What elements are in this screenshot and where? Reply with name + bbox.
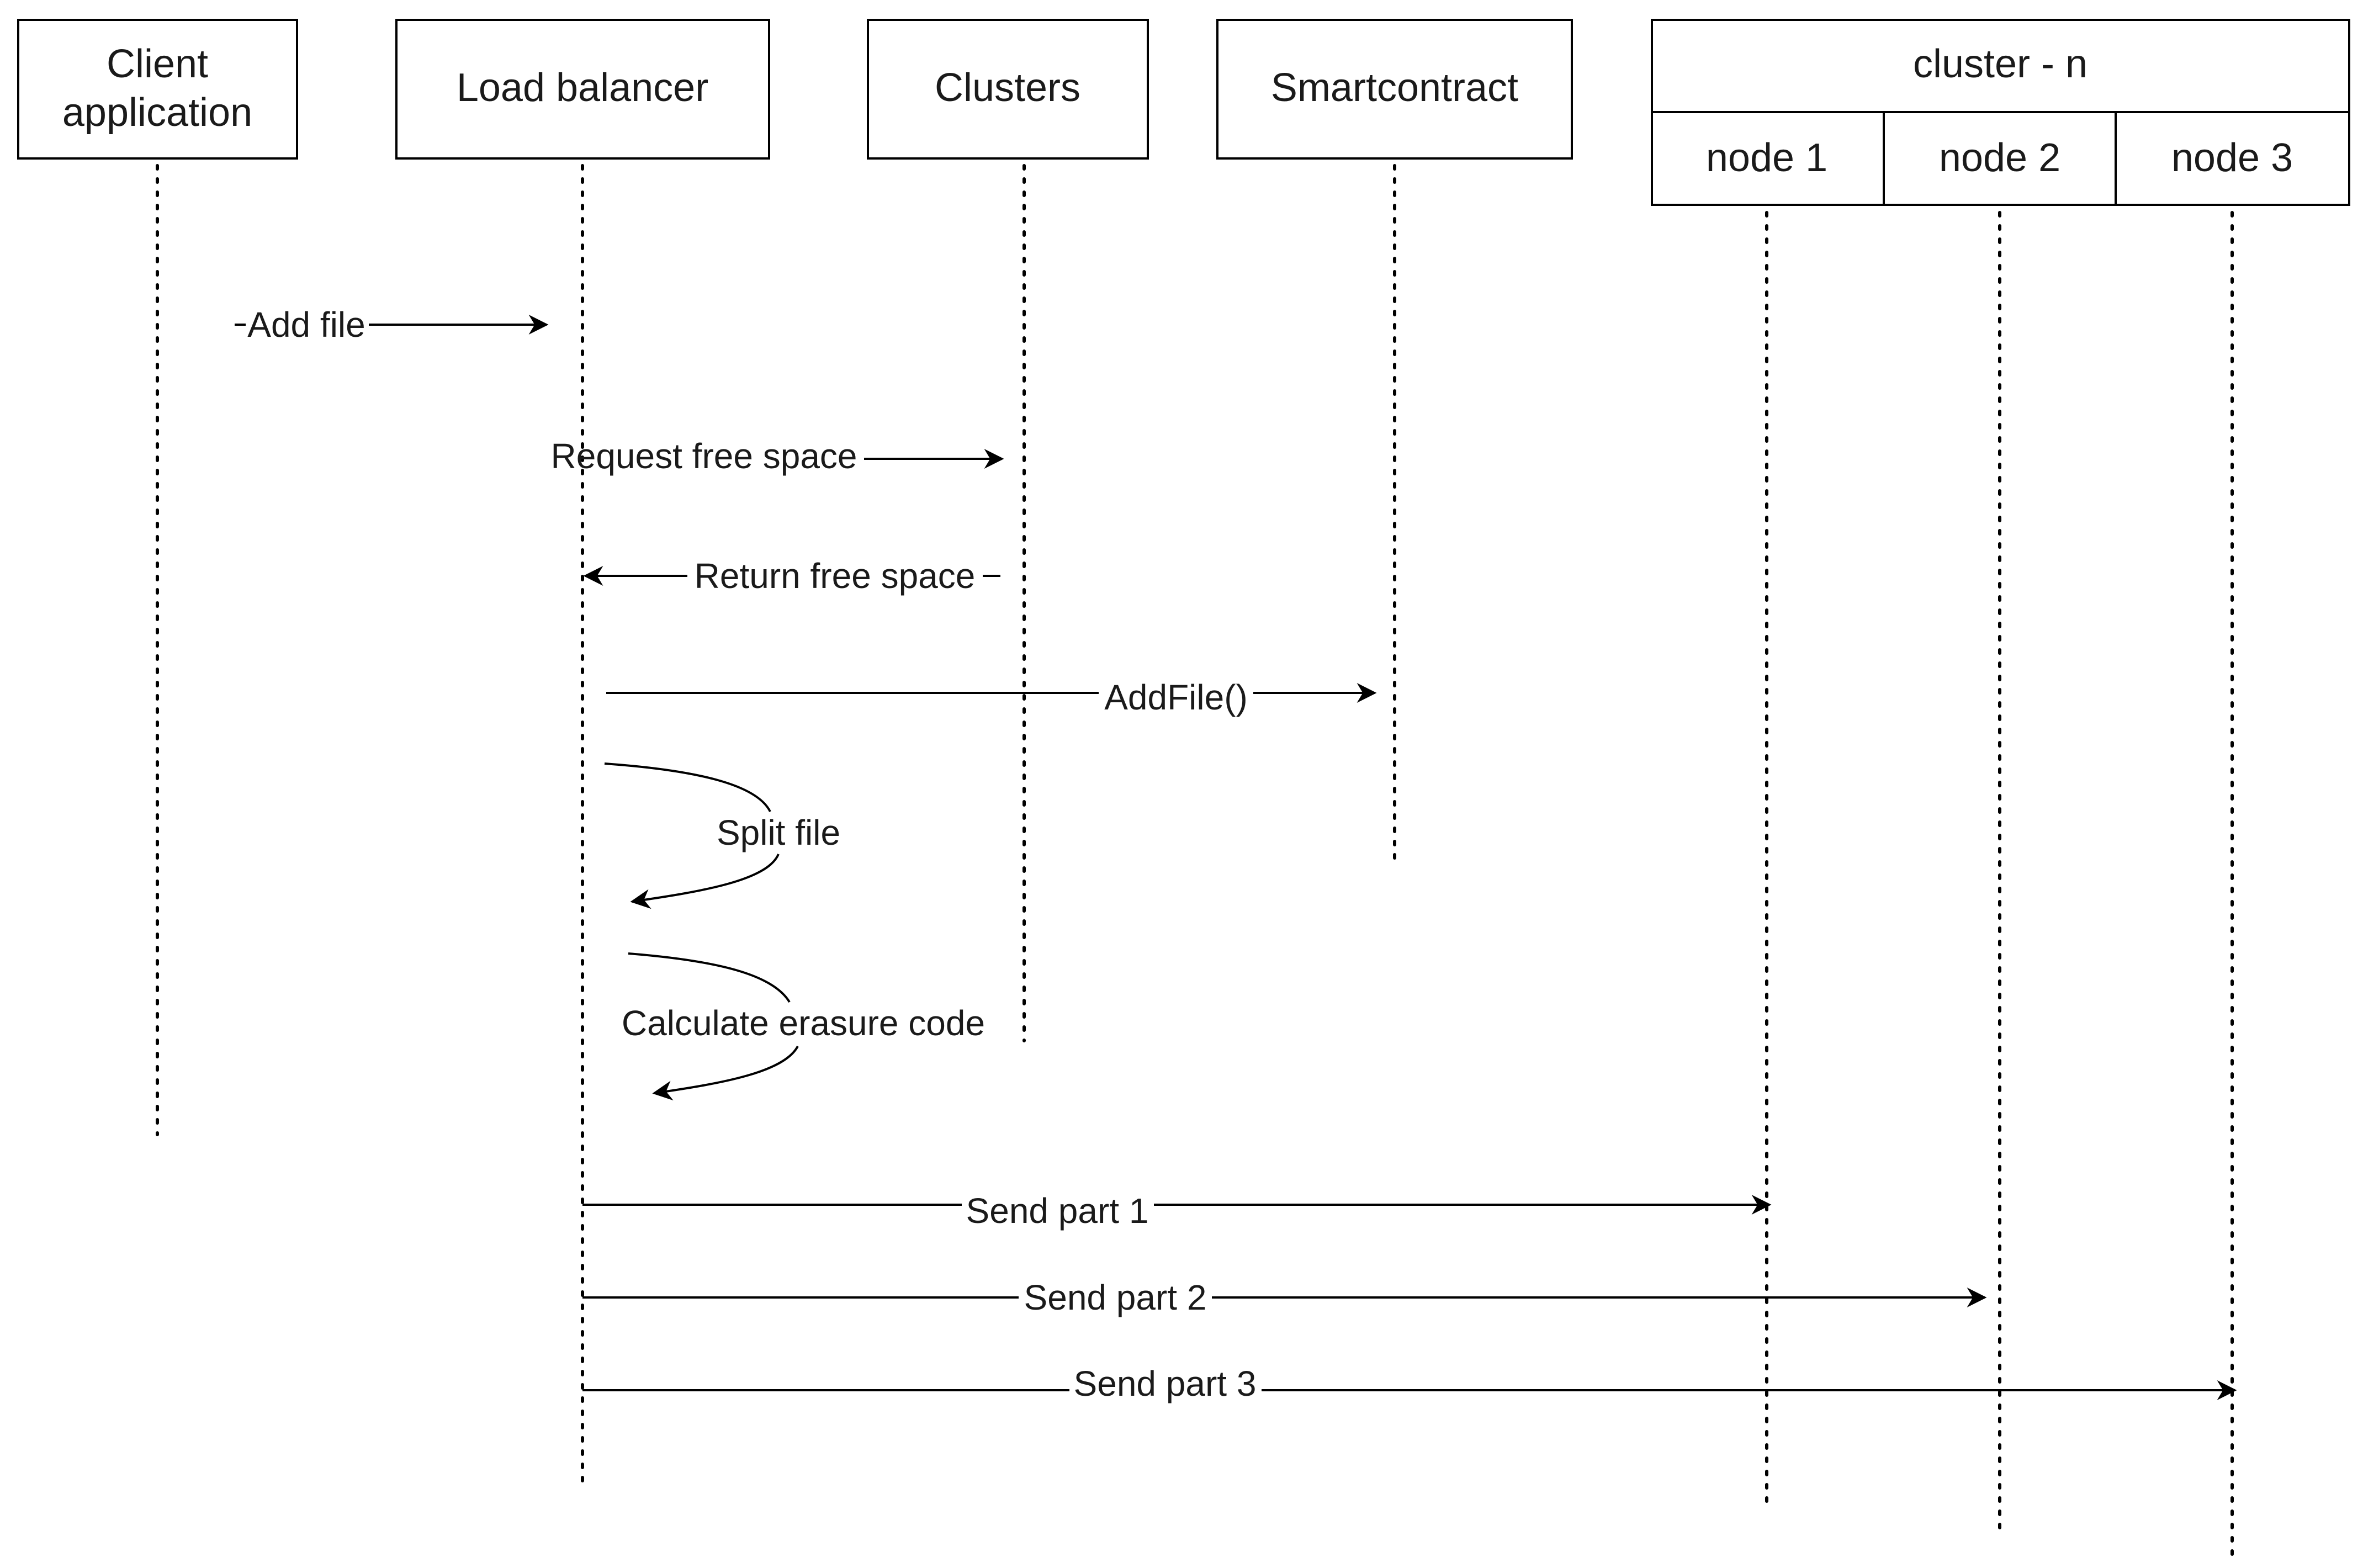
add-file-label: Add file — [247, 305, 365, 345]
client-label-line1: Client — [107, 42, 208, 86]
request-free-space-label: Request free space — [551, 436, 857, 476]
message-addfile-call: AddFile() — [606, 677, 1377, 717]
participant-smartcontract: Smartcontract — [1216, 19, 1573, 160]
participant-cluster-n: cluster - n node 1 node 2 node 3 — [1651, 19, 2350, 206]
calculate-erasure-code-label: Calculate erasure code — [622, 1003, 985, 1043]
load-balancer-label: Load balancer — [457, 66, 708, 110]
message-send-part-3: Send part 3 — [582, 1364, 2237, 1403]
node-3-label: node 3 — [2171, 136, 2293, 180]
node-2-label: node 2 — [1939, 136, 2060, 180]
message-return-free-space: Return free space — [583, 556, 1000, 596]
cluster-n-title: cluster - n — [1913, 42, 2088, 86]
message-request-free-space: Request free space — [551, 436, 1004, 476]
client-label-line2: application — [62, 91, 252, 135]
smartcontract-label: Smartcontract — [1271, 66, 1518, 110]
message-send-part-2: Send part 2 — [582, 1278, 1987, 1317]
addfile-call-label: AddFile() — [1104, 677, 1248, 717]
self-message-calculate-erasure-code: Calculate erasure code — [622, 952, 985, 1101]
message-send-part-1: Send part 1 — [582, 1191, 1772, 1231]
send-part-3-label: Send part 3 — [1074, 1364, 1257, 1403]
self-message-split-file: Split file — [604, 762, 840, 909]
message-add-file: Add file — [235, 305, 549, 345]
participant-load-balancer: Load balancer — [395, 19, 770, 160]
split-file-label: Split file — [717, 813, 840, 852]
send-part-2-label: Send part 2 — [1024, 1278, 1207, 1317]
node-1-label: node 1 — [1706, 136, 1827, 180]
clusters-label: Clusters — [935, 66, 1080, 110]
participant-clusters: Clusters — [867, 19, 1149, 160]
return-free-space-label: Return free space — [695, 556, 976, 596]
participant-client-application: Client application — [17, 19, 298, 160]
send-part-1-label: Send part 1 — [966, 1191, 1149, 1231]
